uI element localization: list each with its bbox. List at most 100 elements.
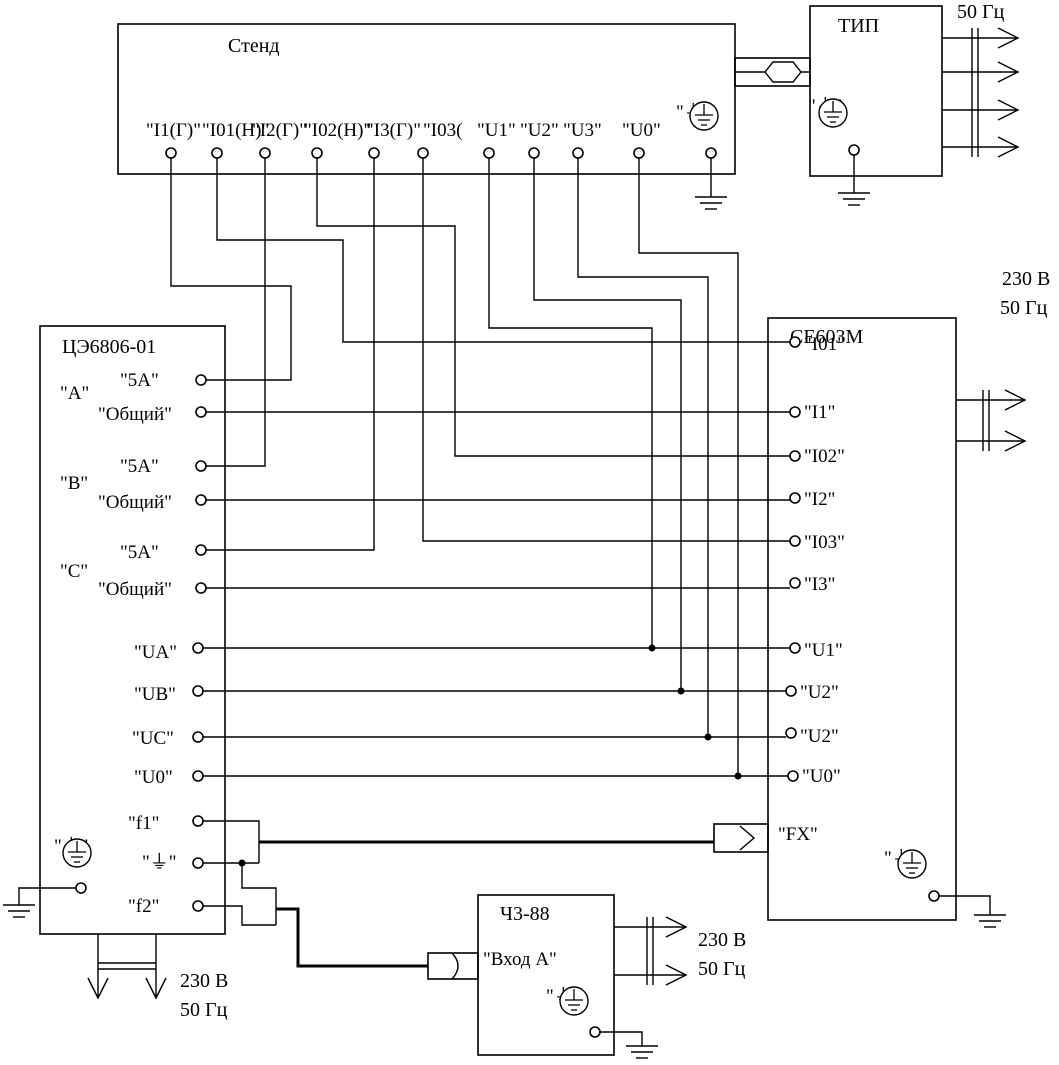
stend-tip-connector	[734, 57, 811, 87]
ce6806-power-arrows	[87, 934, 167, 1000]
stend-label-i1g: "I1(Г)"	[146, 120, 201, 141]
ce6806-terminal-earth	[75, 882, 87, 894]
ce603m-power-voltage: 230 В	[1002, 268, 1050, 290]
wire-u3-drop	[577, 158, 709, 737]
ce6806-terminal-f2	[192, 900, 204, 912]
ce6806-terminal-uc	[192, 731, 204, 743]
wire-f2	[203, 905, 276, 926]
ce6806-label-f2: "f2"	[128, 896, 159, 917]
ce603m-title: СЕ603М	[790, 326, 864, 348]
stend-terminal-u1	[483, 147, 495, 159]
ce603m-label-u2b: "U2"	[800, 726, 839, 747]
ce603m-label-i1: "I1"	[804, 402, 835, 423]
ch3-88-block: Ч3-88 "Вход А" "⏚" 230 В 50 Гц	[477, 894, 746, 1059]
stend-terminal-i2g	[259, 147, 271, 159]
ce603m-power-freq: 50 Гц	[1000, 297, 1048, 319]
ce6806-terminal-common-c	[195, 582, 207, 594]
stend-label-i02n: "I02(Н)"	[304, 120, 371, 141]
ce6806-label-uc: "UC"	[132, 728, 174, 749]
ce6806-terminal-f1	[192, 815, 204, 827]
ce6806-label-common-b: "Общий"	[98, 492, 172, 513]
ce6806-label-f1: "f1"	[128, 813, 159, 834]
junction-u0	[734, 772, 742, 780]
ce603m-terminal-i03	[789, 535, 801, 547]
wire-u0-drop	[638, 158, 739, 776]
ce603m-terminal-earth	[928, 890, 940, 902]
ch3-88-earth-icon	[600, 1031, 658, 1059]
ce603m-label-u1: "U1"	[804, 640, 843, 661]
ce6806-terminal-common-b	[195, 494, 207, 506]
tip-title: ТИП	[838, 15, 879, 37]
ce603m-label-i3: "I3"	[804, 574, 835, 595]
ce603m-ground-icon	[897, 849, 927, 879]
stend-terminal-u0	[633, 147, 645, 159]
stend-terminal-i03	[417, 147, 429, 159]
ch3-88-title: Ч3-88	[500, 903, 550, 925]
wire-i02n-i02	[316, 158, 790, 457]
ce603m-label-fx: "FX"	[778, 824, 818, 845]
stend-earth-icon	[695, 158, 727, 210]
junction-u2	[677, 687, 685, 695]
ce6806-power-freq: 50 Гц	[180, 999, 228, 1021]
tip-block: ТИП "⏚" 50 Гц	[808, 1, 1020, 206]
ce6806-label-ub: "UB"	[134, 684, 176, 705]
stend-terminal-i3g	[368, 147, 380, 159]
wire-input-a-coax	[276, 907, 428, 968]
ce603m-label-i03: "I03"	[804, 532, 845, 553]
wires	[170, 158, 790, 968]
input-a-connector	[427, 952, 479, 980]
stend-terminal-u2	[528, 147, 540, 159]
junction-u3	[704, 733, 712, 741]
ce603m-label-i2: "I2"	[804, 489, 835, 510]
ce603m-earth-icon	[939, 895, 1006, 928]
ce6806-terminal-5a-b	[195, 460, 207, 472]
ch3-88-terminal-earth	[589, 1026, 601, 1038]
stend-block: Стенд "I1(Г)" "I01(Н)" "I2(Г)" "I02(Н)" …	[117, 23, 736, 210]
ce6806-ground-icon	[62, 838, 92, 868]
ce6806-box	[39, 325, 226, 935]
ce6806-label-u0: "U0"	[134, 767, 173, 788]
stend-terminal-u3	[572, 147, 584, 159]
wire-i01n-i01	[216, 158, 790, 343]
ce603m-label-u0: "U0"	[802, 766, 841, 787]
wire-f1	[203, 820, 260, 863]
wire-u1-drop	[488, 158, 653, 648]
ce603m-terminal-i3	[789, 577, 801, 589]
ch3-88-power-voltage: 230 В	[698, 929, 746, 951]
junction-u1	[648, 644, 656, 652]
ch3-88-power-arrows	[614, 916, 688, 986]
tip-earth-icon	[838, 155, 870, 206]
tip-box	[809, 5, 943, 177]
stend-terminal-i1g	[165, 147, 177, 159]
ce603m-block: СЕ603М "I01" "I1" "I02" "I2" "I03" "I3" …	[767, 268, 1050, 928]
ce603m-terminal-u2a	[785, 685, 797, 697]
ce603m-terminal-u2b	[785, 727, 797, 739]
ce6806-block: ЦЭ6806-01 "A" "B" "C" "5A" "Общий" "5A" …	[3, 325, 228, 1021]
ce6806-terminal-5a-c	[195, 544, 207, 556]
ce6806-label-5a-a: "5A"	[120, 370, 159, 391]
ce603m-terminal-i02	[789, 450, 801, 462]
stend-terminal-i02n	[311, 147, 323, 159]
ce6806-phase-c: "C"	[60, 561, 88, 582]
stend-box	[117, 23, 736, 175]
ce6806-terminal-common-a	[195, 406, 207, 418]
ce6806-title: ЦЭ6806-01	[62, 336, 156, 358]
wire-i1g-5a-a	[170, 158, 292, 381]
ce6806-label-common-c: "Общий"	[98, 579, 172, 600]
ce6806-terminal-ub	[192, 685, 204, 697]
ce603m-terminal-i2	[789, 492, 801, 504]
ce603m-terminal-u0	[787, 770, 799, 782]
ce6806-power-voltage: 230 В	[180, 970, 228, 992]
ch3-88-input-label: "Вход А"	[483, 949, 557, 970]
ce6806-label-5a-b: "5A"	[120, 456, 159, 477]
stend-label-i03: "I03(	[423, 120, 462, 141]
stend-label-i01n: "I01(Н)"	[202, 120, 269, 141]
ce603m-terminal-i01	[789, 336, 801, 348]
wire-i03-i03	[422, 158, 790, 542]
ce6806-terminal-5a-a	[195, 374, 207, 386]
ce603m-label-i02: "I02"	[804, 446, 845, 467]
tip-output-arrows	[942, 27, 1020, 158]
tip-freq-label: 50 Гц	[957, 1, 1005, 23]
stend-label-u0: "U0"	[622, 120, 661, 141]
